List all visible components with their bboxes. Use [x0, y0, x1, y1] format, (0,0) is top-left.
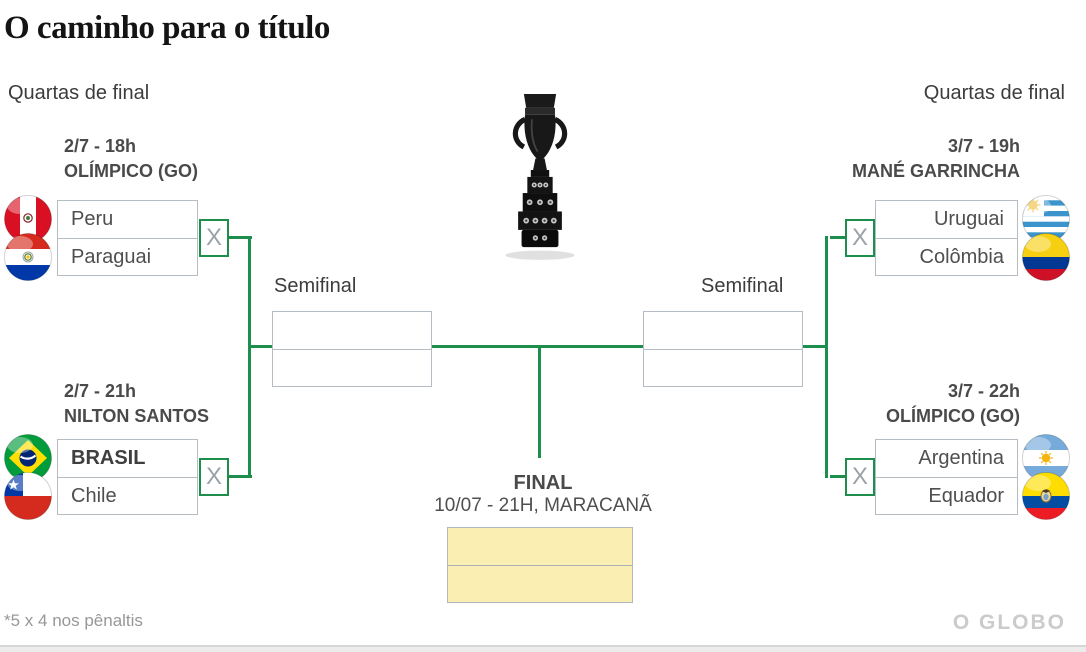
argentina-flag-ball-icon: [1022, 434, 1070, 482]
final-title: FINAL: [513, 472, 573, 494]
connector-line: [830, 475, 848, 478]
team-row: Argentina: [876, 440, 1017, 477]
winner-placeholder-marker: X: [845, 458, 875, 496]
match-venue: OLÍMPICO (GO): [886, 406, 1020, 426]
page-title: O caminho para o título: [4, 10, 330, 46]
match-box-right-top: Uruguai Colômbia: [875, 200, 1018, 276]
team-name: BRASIL: [71, 447, 146, 469]
match-header-left-top: 2/7 - 18h OLÍMPICO (GO): [64, 134, 198, 184]
semifinal-slot: [273, 349, 431, 386]
ecuador-flag-ball-icon: [1022, 472, 1070, 520]
connector-line: [228, 475, 252, 478]
semifinal-right-label: Semifinal: [701, 275, 784, 297]
quarters-left-label: Quartas de final: [8, 82, 150, 104]
penalties-footnote: *5 x 4 nos pênaltis: [4, 611, 143, 630]
team-name: Equador: [928, 484, 1004, 507]
team-row: Paraguai: [58, 238, 197, 275]
colombia-flag-ball-icon: [1022, 233, 1070, 281]
match-datetime: 3/7 - 22h: [947, 381, 1020, 401]
match-venue: NILTON SANTOS: [64, 406, 210, 426]
bottom-divider: [0, 645, 1086, 652]
semifinal-slot: [273, 312, 431, 349]
team-row: BRASIL: [58, 440, 197, 477]
semifinal-box-right: [643, 311, 803, 387]
semifinal-left-label: Semifinal: [274, 275, 357, 297]
connector-line: [248, 236, 251, 478]
connector-line: [830, 236, 848, 239]
match-datetime: 2/7 - 18h: [64, 136, 137, 156]
final-details: 10/07 - 21H, MARACANÃ: [434, 495, 652, 516]
winner-placeholder-marker: X: [199, 219, 229, 257]
connector-line: [825, 236, 828, 478]
final-slot: [448, 528, 632, 565]
match-box-left-top: Peru Paraguai: [57, 200, 198, 276]
connector-line: [228, 236, 252, 239]
team-row: Chile: [58, 477, 197, 514]
match-datetime: 3/7 - 19h: [947, 136, 1020, 156]
quarters-right-label: Quartas de final: [923, 82, 1065, 104]
match-header-left-bottom: 2/7 - 21h NILTON SANTOS: [64, 379, 209, 429]
team-name: Uruguai: [933, 208, 1004, 230]
uruguay-flag-ball-icon: [1022, 195, 1070, 243]
oglobo-logo: O GLOBO: [952, 611, 1066, 634]
final-slot: [448, 565, 632, 602]
team-row: Colômbia: [876, 238, 1017, 275]
match-datetime: 2/7 - 21h: [64, 381, 137, 401]
match-header-right-top: 3/7 - 19h MANÉ GARRINCHA: [852, 134, 1020, 184]
paraguay-flag-ball-icon: [4, 233, 52, 281]
match-header-right-bottom: 3/7 - 22h OLÍMPICO (GO): [886, 379, 1020, 429]
chile-flag-ball-icon: [4, 472, 52, 520]
team-name: Argentina: [918, 447, 1004, 469]
team-name: Peru: [71, 208, 114, 230]
team-row: Peru: [58, 201, 197, 238]
match-venue: OLÍMPICO (GO): [64, 161, 198, 181]
winner-placeholder-marker: X: [845, 219, 875, 257]
semifinal-box-left: [272, 311, 432, 387]
winner-placeholder-marker: X: [199, 458, 229, 496]
connector-line: [538, 345, 541, 458]
final-box: [447, 527, 633, 603]
copa-america-trophy-icon: [505, 94, 575, 260]
match-venue: MANÉ GARRINCHA: [852, 161, 1020, 181]
team-row: Uruguai: [876, 201, 1017, 238]
team-row: Equador: [876, 477, 1017, 514]
semifinal-slot: [644, 349, 802, 386]
team-name: Paraguai: [71, 245, 152, 268]
semifinal-slot: [644, 312, 802, 349]
match-box-right-bottom: Argentina Equador: [875, 439, 1018, 515]
match-box-left-bottom: BRASIL Chile: [57, 439, 198, 515]
team-name: Colômbia: [919, 245, 1004, 268]
team-name: Chile: [71, 484, 117, 507]
